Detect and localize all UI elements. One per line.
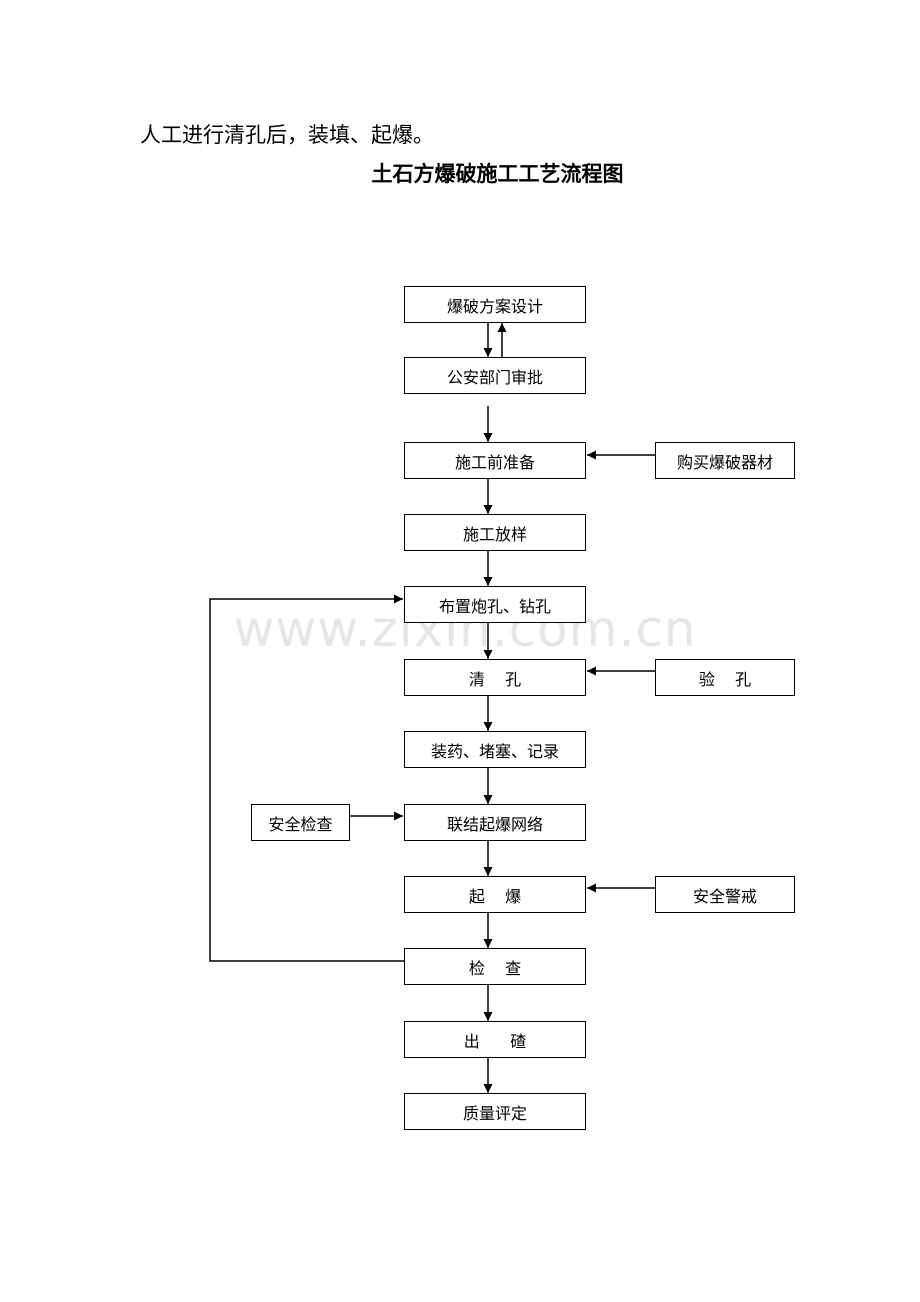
step-mucking: 出 碴 [404,1021,586,1058]
step-pre-construction-prep: 施工前准备 [404,442,586,479]
step-blasting: 起 爆 [404,876,586,913]
step-check: 检 查 [404,948,586,985]
step-charging: 装药、堵塞、记录 [404,731,586,768]
intro-text: 人工进行清孔后，装填、起爆。 [140,123,434,147]
step-quality-assessment: 质量评定 [404,1093,586,1130]
step-drilling: 布置炮孔、钻孔 [404,586,586,623]
input-safety-check: 安全检查 [251,804,350,841]
step-setting-out: 施工放样 [404,514,586,551]
step-police-approval: 公安部门审批 [404,357,586,394]
input-purchase-materials: 购买爆破器材 [655,442,795,479]
arrow-check-loop-to-drill [209,594,404,962]
step-connect-network: 联结起爆网络 [404,804,586,841]
step-blast-design: 爆破方案设计 [404,286,586,323]
step-hole-cleaning: 清 孔 [404,659,586,696]
diagram-title: 土石方爆破施工工艺流程图 [371,161,624,186]
input-safety-alert: 安全警戒 [655,876,795,913]
input-hole-inspection: 验 孔 [655,659,795,696]
